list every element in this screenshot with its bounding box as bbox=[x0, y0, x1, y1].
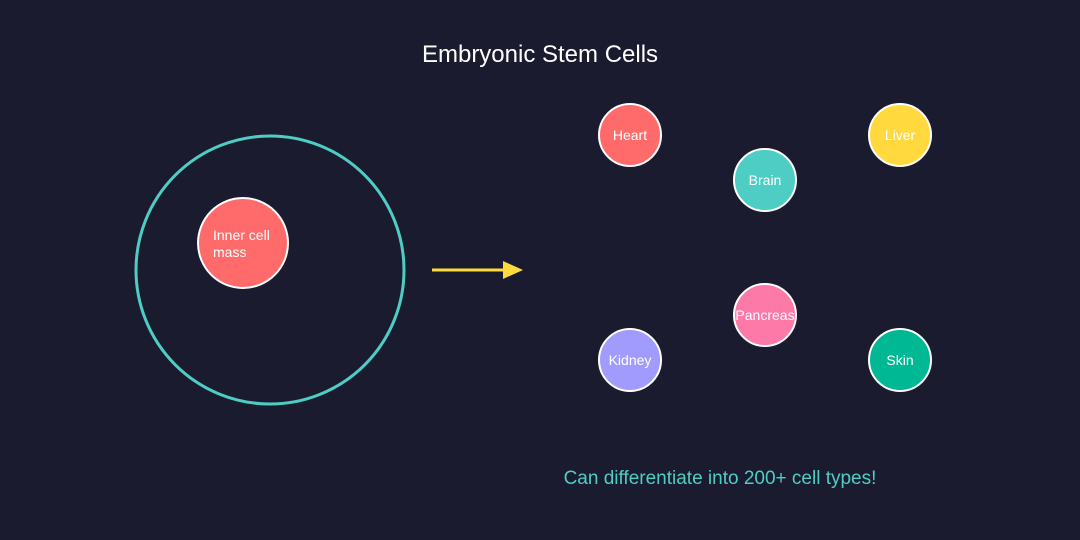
cell-label: Pancreas bbox=[735, 307, 794, 323]
cell-label: Skin bbox=[886, 352, 913, 368]
cell-circle bbox=[868, 328, 932, 392]
inner-cell-mass-label-line-2: mass bbox=[213, 244, 246, 260]
cell-label: Brain bbox=[749, 172, 782, 188]
cell-circle bbox=[733, 283, 797, 347]
diagram-title: Embryonic Stem Cells bbox=[422, 41, 658, 68]
cell-type-brain: Brain bbox=[733, 148, 797, 212]
cell-type-skin: Skin bbox=[868, 328, 932, 392]
cell-label: Kidney bbox=[609, 352, 652, 368]
differentiation-arrow bbox=[432, 261, 523, 279]
cell-label: Liver bbox=[885, 127, 916, 143]
inner-cell-mass bbox=[197, 197, 289, 289]
arrow-head bbox=[503, 261, 523, 279]
cell-label: Heart bbox=[613, 127, 647, 143]
cell-circle bbox=[733, 148, 797, 212]
cell-type-kidney: Kidney bbox=[598, 328, 662, 392]
caption: Can differentiate into 200+ cell types! bbox=[564, 468, 877, 489]
inner-cell-mass-label: Inner cell mass bbox=[213, 227, 274, 260]
cell-types: Heart Brain Liver Pancreas Kidney Skin bbox=[598, 103, 932, 392]
cell-type-liver: Liver bbox=[868, 103, 932, 167]
cell-circle bbox=[868, 103, 932, 167]
blastocyst-outline bbox=[134, 134, 406, 406]
cell-circle bbox=[598, 328, 662, 392]
cell-type-pancreas: Pancreas bbox=[733, 283, 797, 347]
cell-circle bbox=[598, 103, 662, 167]
blastocyst: Inner cell mass bbox=[134, 134, 406, 406]
cell-type-heart: Heart bbox=[598, 103, 662, 167]
inner-cell-mass-label-line-1: Inner cell bbox=[213, 227, 270, 243]
